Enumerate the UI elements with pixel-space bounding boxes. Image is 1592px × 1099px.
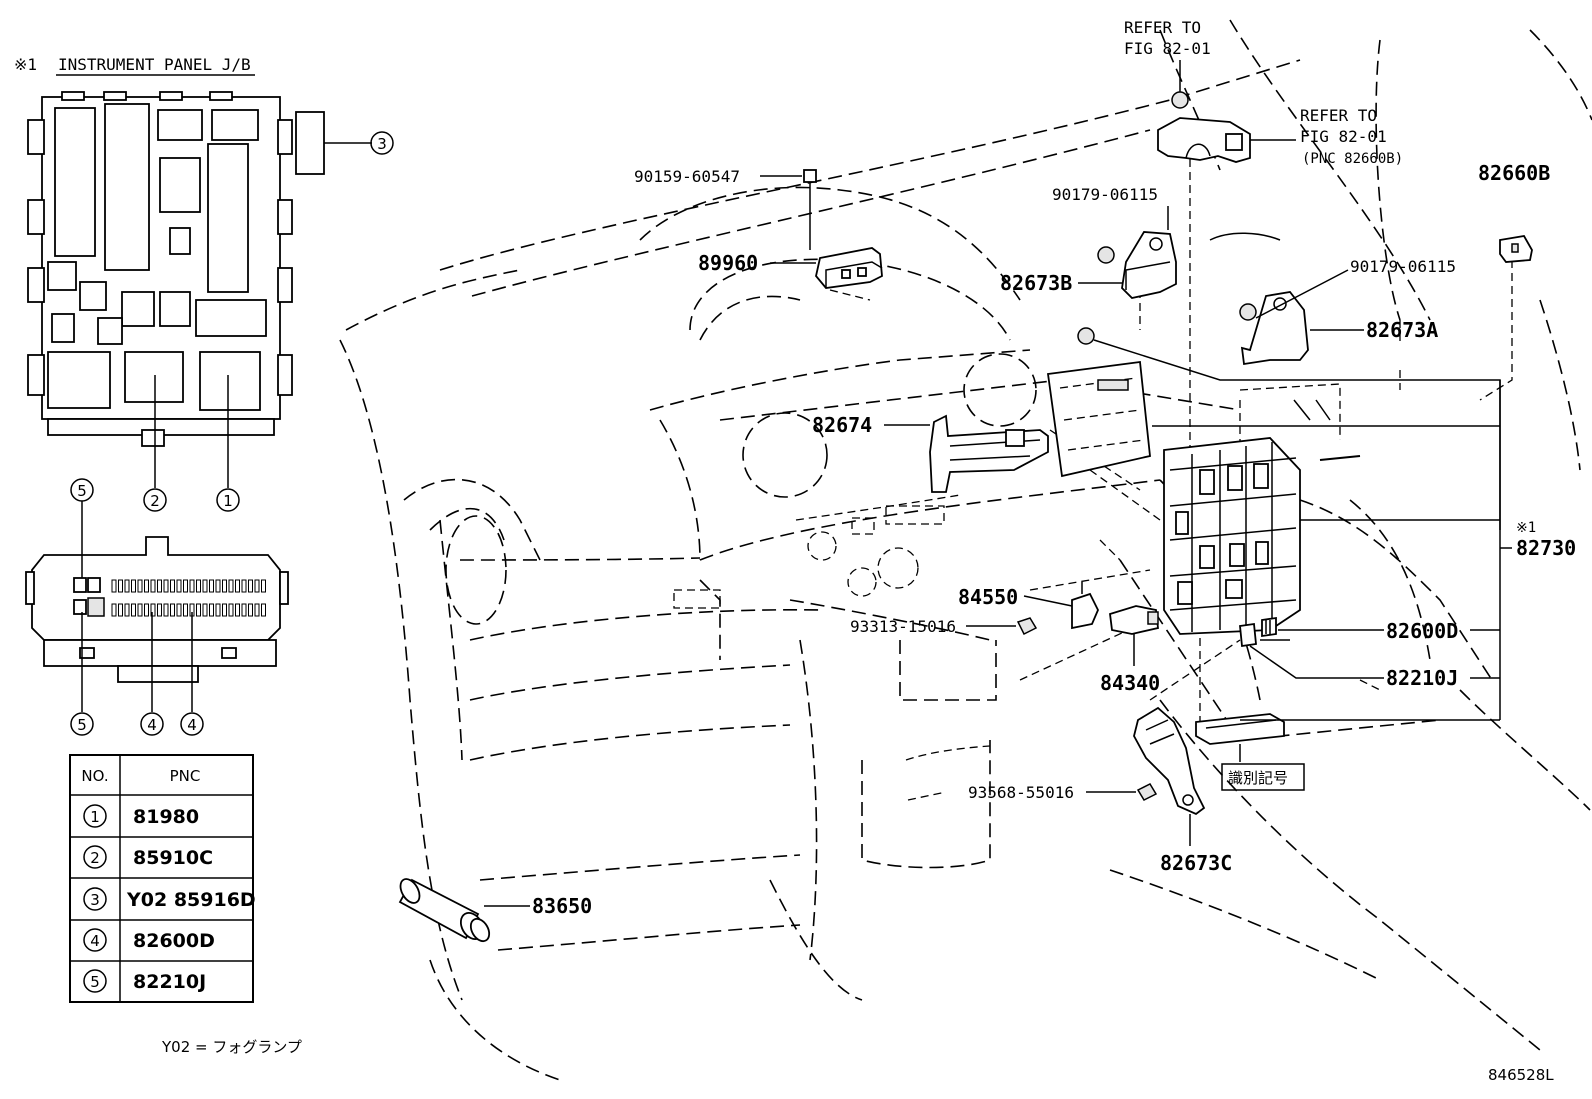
jb-side-callouts: 5 5 4 4 xyxy=(70,478,204,736)
label-82674: 82674 xyxy=(812,413,872,437)
callout-3-front: 3 xyxy=(377,135,387,153)
label-93568-55016: 93568-55016 xyxy=(968,783,1074,802)
label-82730: 82730 xyxy=(1516,536,1576,560)
label-82210j: 82210J xyxy=(1386,666,1458,690)
screw-93313: 93313-15016 xyxy=(850,617,1038,636)
label-90159-60547: 90159-60547 xyxy=(634,167,740,186)
callout-2-front: 2 xyxy=(150,492,160,510)
refer-to-1-line2: FIG 82-01 xyxy=(1124,39,1211,58)
junction-block-82730: ※1 82730 xyxy=(1163,380,1576,720)
refer-to-2-line2: FIG 82-01 xyxy=(1300,127,1387,146)
legend-row-1-pnc: 81980 xyxy=(133,806,199,828)
label-90179-06115-right: 90179-06115 xyxy=(1350,257,1456,276)
refer-to-2-line1: REFER TO xyxy=(1300,106,1377,125)
jb-header-mark: ※1 xyxy=(14,55,37,74)
label-93313-15016: 93313-15016 xyxy=(850,617,956,636)
label-id-mark: 識別記号 xyxy=(1228,769,1288,787)
switch-84550: 84550 xyxy=(958,582,1099,630)
bolt-90159: 90159-60547 xyxy=(634,167,817,250)
diagram-id: 846528L xyxy=(1488,1066,1554,1084)
callout-1-front: 1 xyxy=(223,492,233,510)
legend-row-3-pnc: Y02 85916D xyxy=(126,889,256,911)
legend-col-pnc: PNC xyxy=(170,767,201,785)
label-84340: 84340 xyxy=(1100,671,1160,695)
callout-5-bottom: 5 xyxy=(77,716,87,734)
jb-header-title: INSTRUMENT PANEL J/B xyxy=(58,55,251,74)
module-89960: 89960 xyxy=(698,247,883,289)
dashboard-outline xyxy=(339,19,1592,1081)
legend-row-2-no: 2 xyxy=(90,849,100,867)
legend-col-no: NO. xyxy=(81,767,108,785)
label-82600d: 82600D xyxy=(1386,619,1458,643)
clip-82660b: 82660B xyxy=(1478,161,1550,263)
jb-terminal-pins xyxy=(111,579,266,617)
fuse-parts: 82600D 82210J xyxy=(1239,616,1500,690)
legend-row-3-no: 3 xyxy=(90,891,100,909)
switch-84340: 84340 xyxy=(1100,605,1160,695)
part-83650: 83650 xyxy=(398,878,592,943)
callout-4-left: 4 xyxy=(147,716,157,734)
legend-row-5-pnc: 82210J xyxy=(133,971,206,993)
legend-note: Y02 = フォグランプ xyxy=(161,1038,302,1056)
label-82730-mark: ※1 xyxy=(1516,520,1536,536)
id-mark-tag: 識別記号 xyxy=(1195,713,1500,791)
legend-row-4-pnc: 82600D xyxy=(133,930,215,952)
label-83650: 83650 xyxy=(532,894,592,918)
bracket-82673a: 90179-06115 82673A xyxy=(1239,257,1456,366)
label-82673a: 82673A xyxy=(1366,318,1438,342)
callout-4-right: 4 xyxy=(187,716,197,734)
label-82673b: 82673B xyxy=(1000,271,1072,295)
bracket-82673c: 82673C 93568-55016 xyxy=(968,706,1232,875)
label-82673c: 82673C xyxy=(1160,851,1232,875)
refer-to-1-line1: REFER TO xyxy=(1124,18,1201,37)
label-84550: 84550 xyxy=(958,585,1018,609)
legend-row-5-no: 5 xyxy=(90,973,100,991)
label-82660b: 82660B xyxy=(1478,161,1550,185)
jb-header: ※1 INSTRUMENT PANEL J/B xyxy=(14,55,255,76)
legend-row-4-no: 4 xyxy=(90,932,100,950)
refer-to-2-line3: (PNC 82660B) xyxy=(1302,151,1403,167)
jb-side-view xyxy=(25,536,289,683)
pnc-legend-table: NO. PNC 1 81980 2 85910C 3 Y02 85916D 4 … xyxy=(69,754,256,1003)
jb-relay-3 xyxy=(295,111,325,175)
label-90179-06115-upper: 90179-06115 xyxy=(1052,185,1158,204)
refer-to-labels: REFER TO FIG 82-01 REFER TO FIG 82-01 (P… xyxy=(1124,18,1403,167)
legend-row-2-pnc: 85910C xyxy=(133,847,213,869)
bracket-82674: 82674 xyxy=(812,413,1049,493)
legend-row-1-no: 1 xyxy=(90,808,100,826)
label-89960: 89960 xyxy=(698,251,758,275)
bracket-82673b: 90179-06115 82673B xyxy=(1000,185,1177,299)
callout-5-top: 5 xyxy=(77,482,87,500)
jb-front-view xyxy=(27,91,325,447)
jb-front-callouts: 3 2 1 xyxy=(143,131,394,512)
